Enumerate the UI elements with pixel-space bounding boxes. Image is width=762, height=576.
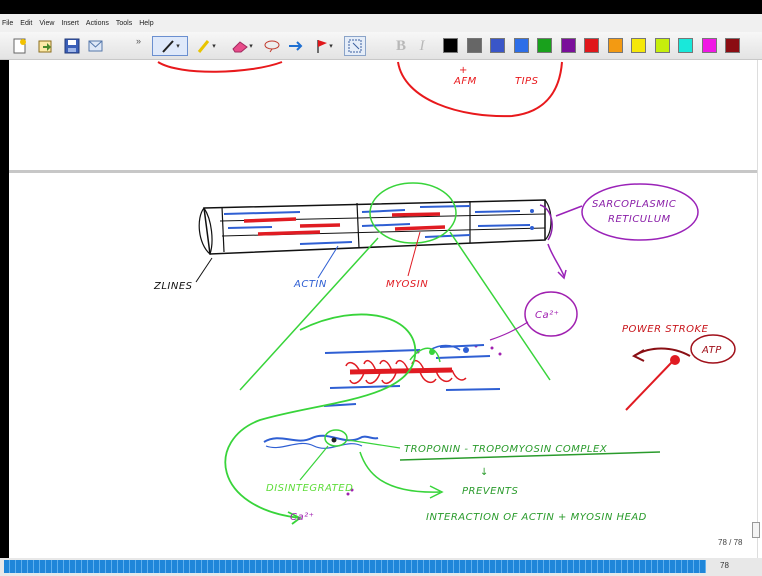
page-progress-bar[interactable] bbox=[4, 560, 706, 573]
red-curve-left bbox=[158, 62, 282, 72]
disintegrate-line bbox=[300, 446, 328, 480]
z-line-2 bbox=[357, 203, 359, 248]
prevents-text: PREVENTS bbox=[462, 486, 519, 497]
disintegrated-text: DISINTEGRATED bbox=[266, 483, 353, 494]
sarco-pointer bbox=[556, 206, 582, 216]
z-line-1 bbox=[222, 207, 224, 252]
fiber-right-cap bbox=[545, 200, 551, 240]
tips-text: TIPS bbox=[515, 76, 539, 87]
reticulum-text: RETICULUM bbox=[608, 214, 671, 225]
actin-pointer bbox=[318, 246, 338, 278]
down-arrow-text: ↓ bbox=[480, 467, 489, 478]
calcium-label: Ca²⁺ bbox=[535, 310, 559, 321]
sr-dot-1 bbox=[530, 209, 534, 213]
myosin-head-circle bbox=[670, 355, 680, 365]
status-page-number: 78 bbox=[720, 561, 729, 570]
sarco-bubble bbox=[582, 184, 698, 240]
page-indicator: 78 / 78 bbox=[718, 538, 742, 547]
detail-actin-lines bbox=[324, 345, 500, 406]
calcium-release-arrow bbox=[548, 244, 564, 276]
thin-filament-twisted-2 bbox=[266, 443, 362, 448]
power-stroke-arrowhead bbox=[634, 350, 644, 361]
power-stroke-text: POWER STROKE bbox=[622, 324, 709, 335]
plus-top-text: + bbox=[459, 65, 468, 76]
sr-dot-2 bbox=[530, 226, 534, 230]
atp-text: ATP bbox=[701, 345, 722, 356]
troponin-dot bbox=[332, 438, 337, 443]
interaction-text: INTERACTION OF ACTIN + MYOSIN HEAD bbox=[426, 512, 647, 523]
afm-text: AFM bbox=[453, 76, 477, 87]
myosin-lever-arm bbox=[626, 362, 672, 410]
actin-label: ACTIN bbox=[293, 279, 327, 290]
sarcoplasmic-text: SARCOPLASMIC bbox=[592, 199, 676, 210]
binding-site-dot-2 bbox=[463, 347, 469, 353]
power-stroke-arrow bbox=[634, 349, 690, 357]
prevents-arrow bbox=[360, 452, 440, 492]
zlines-label: ZLINES bbox=[153, 281, 193, 292]
thin-filament-twisted bbox=[264, 436, 378, 442]
calcium-tail bbox=[490, 322, 528, 340]
myosin-label: MYOSIN bbox=[386, 279, 428, 290]
calcium-dot-2 bbox=[491, 347, 494, 350]
red-oval-right bbox=[398, 62, 562, 116]
zlines-pointer bbox=[196, 258, 212, 282]
calcium-bottom-label: Ca²⁺ bbox=[290, 512, 314, 523]
myosin-pointer bbox=[408, 232, 420, 276]
resize-handle[interactable] bbox=[752, 522, 760, 538]
calcium-dot-3 bbox=[499, 353, 502, 356]
troponin-text: TROPONIN - TROPOMYOSIN COMPLEX bbox=[404, 444, 608, 455]
